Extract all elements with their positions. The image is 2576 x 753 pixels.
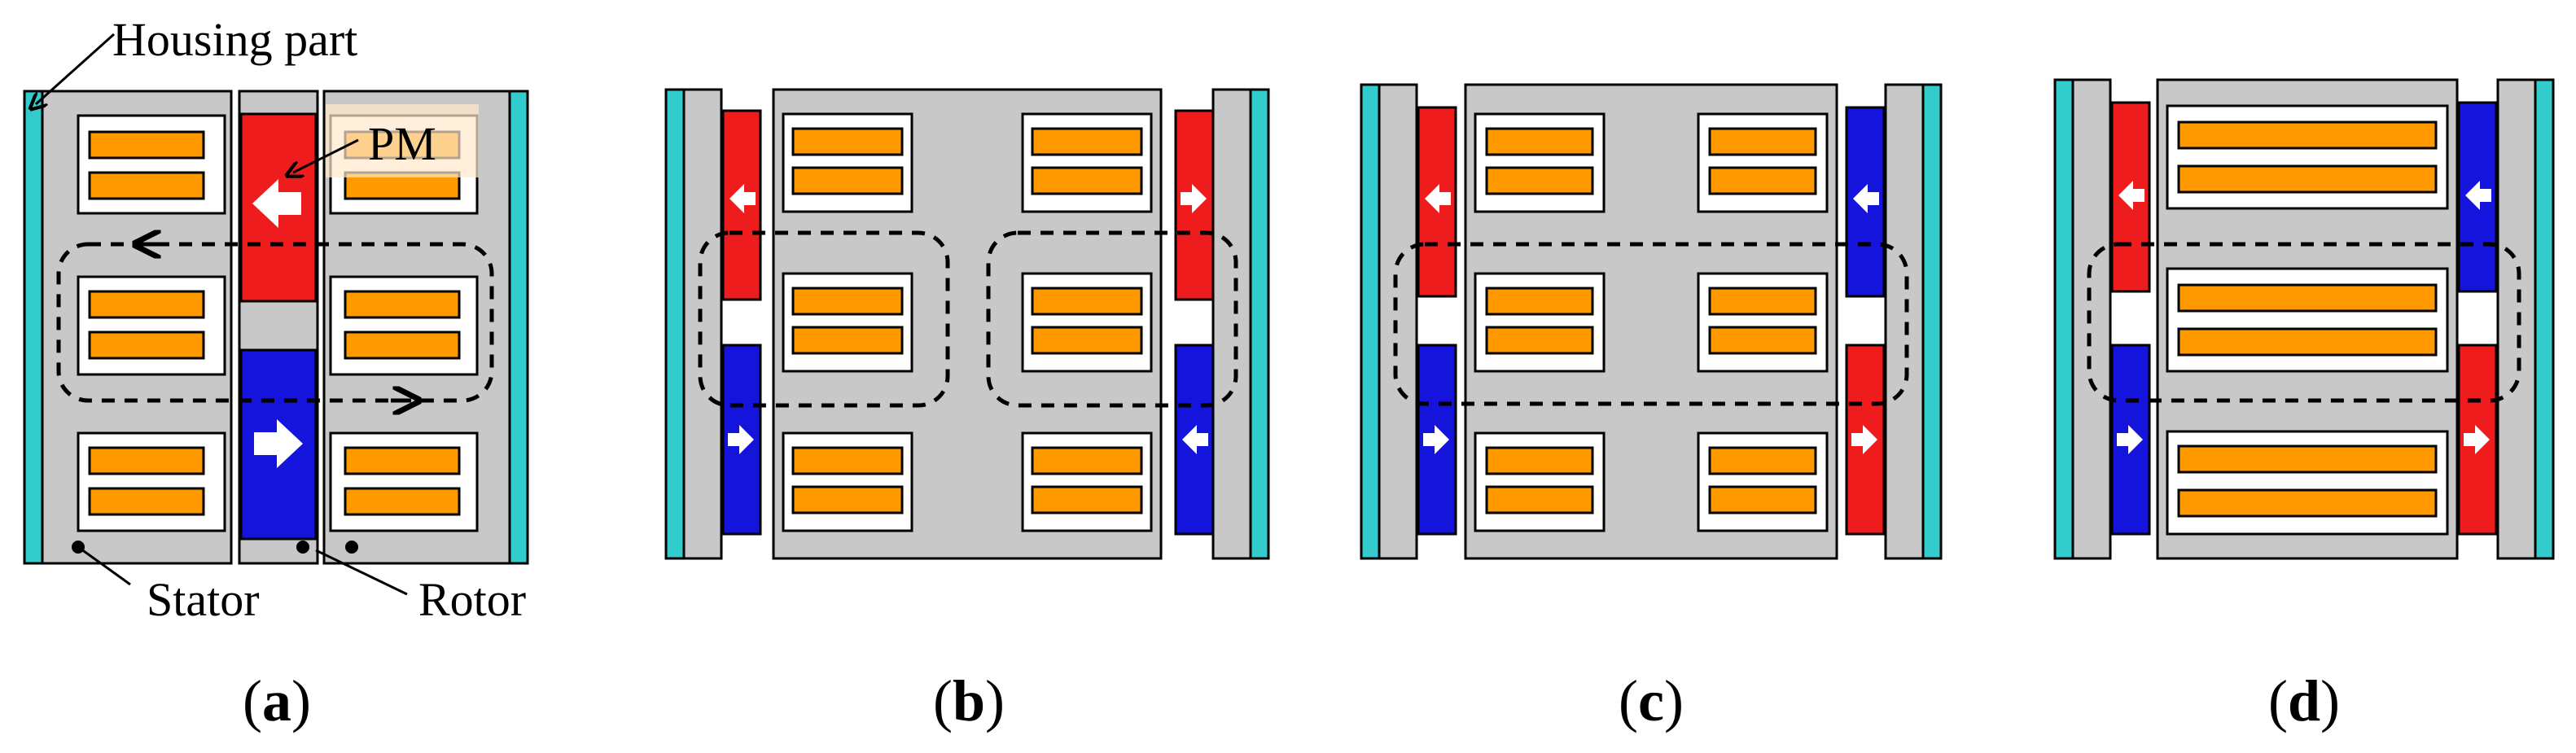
coils <box>88 130 461 516</box>
panel-c <box>1360 83 1943 560</box>
arrow-right-icon <box>254 419 303 468</box>
caption-a: (a) <box>243 668 311 733</box>
housing-right <box>508 90 529 565</box>
pm-red <box>239 112 318 303</box>
panel-b <box>664 88 1270 560</box>
housing-left <box>23 90 44 565</box>
label-stator: Stator <box>147 573 260 626</box>
arrow-left-icon <box>252 179 301 228</box>
panel-a: Housing part PM Stator Rotor <box>23 13 529 626</box>
caption-c: (c) <box>1619 668 1684 733</box>
caption-d: (d) <box>2268 668 2340 733</box>
panel-d <box>2053 78 2555 560</box>
label-housing: Housing part <box>112 13 357 66</box>
caption-b: (b) <box>933 668 1005 733</box>
label-pm: PM <box>368 117 436 170</box>
label-rotor: Rotor <box>418 573 526 626</box>
flux-path-icon <box>56 242 494 403</box>
captions: (a) (b) (c) (d) <box>243 668 2340 733</box>
